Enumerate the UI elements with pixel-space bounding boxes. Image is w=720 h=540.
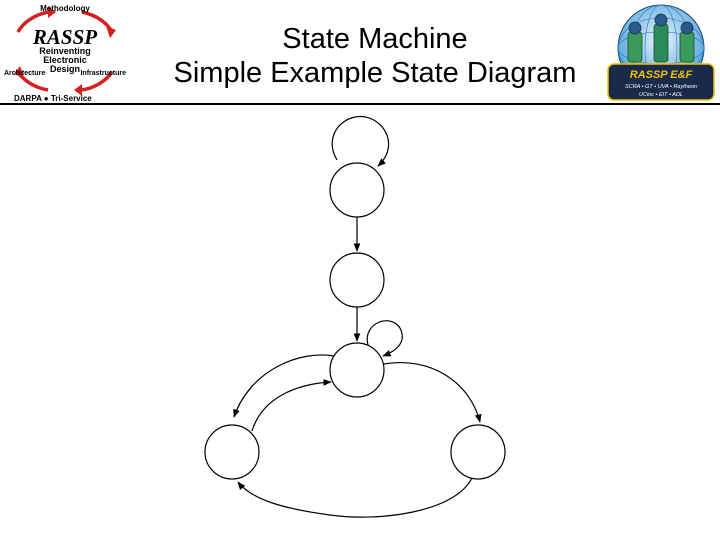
state-4[interactable] xyxy=(204,424,260,480)
logo-ef-brand-text: RASSP E&F xyxy=(630,69,693,81)
logo-architecture-text: Architecture xyxy=(4,70,45,77)
state-2[interactable] xyxy=(329,252,385,308)
title-line-2: Simple Example State Diagram xyxy=(173,57,577,89)
rassp-ef-logo: RASSP E&F SCRA • GT • UVA • Raytheon UCi… xyxy=(607,4,715,101)
logo-ef-line1-text: SCRA • GT • UVA • Raytheon xyxy=(625,84,697,90)
logo-figures xyxy=(627,13,695,63)
transition-state4-to-state3 xyxy=(251,379,332,432)
transition-state3-self xyxy=(366,320,403,357)
logo-banner xyxy=(607,63,715,101)
state-5[interactable] xyxy=(450,424,506,480)
logo-brand-text: RASSP xyxy=(32,25,97,49)
logo-methodology-text: Methodology xyxy=(40,4,90,13)
logo-arrowheads xyxy=(14,6,116,96)
transition-state3-to-state5 xyxy=(383,362,482,423)
transition-state1-self xyxy=(331,116,390,167)
state-1[interactable] xyxy=(329,162,385,218)
logo-ef-line2-text: UCinc • EIT • ADL xyxy=(639,92,683,98)
title-line-1: State Machine xyxy=(282,23,468,55)
rassp-logo: Methodology RASSP Reinventing Electronic… xyxy=(4,4,126,103)
header-divider xyxy=(0,103,720,105)
transition-state3-to-state4 xyxy=(233,354,335,418)
transition-state5-to-state4 xyxy=(237,477,473,518)
page-title: State Machine Simple Example State Diagr… xyxy=(130,22,620,90)
logo-sub2-text: Electronic xyxy=(43,55,87,65)
logo-sub1-text: Reinventing xyxy=(39,46,91,56)
logo-sub3-text: Design xyxy=(50,64,80,74)
logo-infrastructure-text: Infrastructure xyxy=(80,70,126,77)
logo-footer-text: DARPA ● Tri-Service xyxy=(14,94,92,103)
state-3[interactable] xyxy=(329,342,385,398)
